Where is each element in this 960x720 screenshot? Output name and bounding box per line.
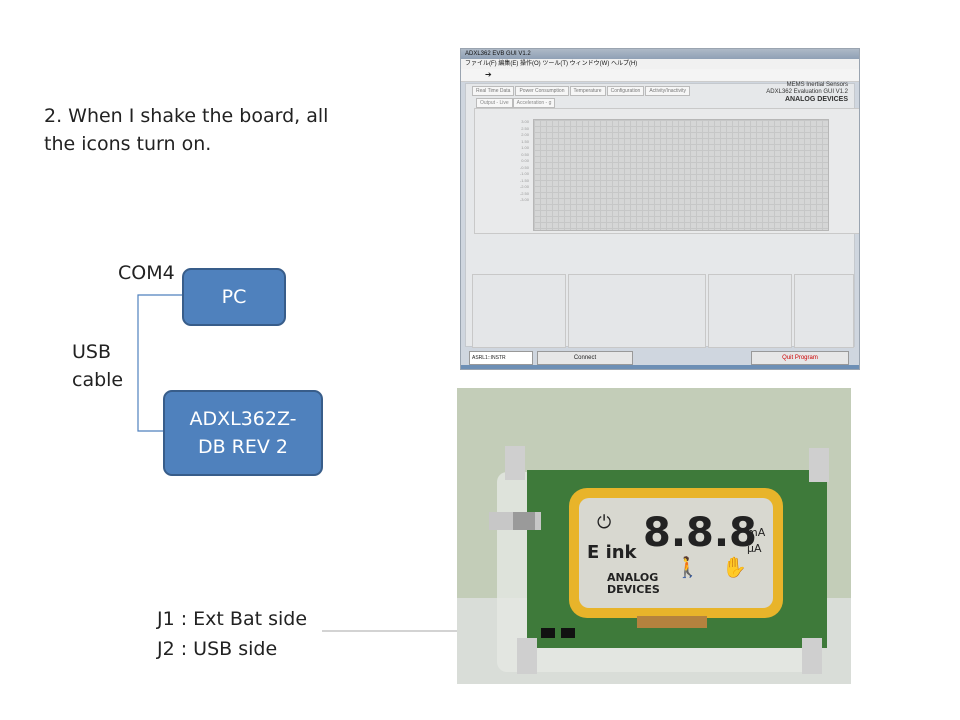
connect-button: Connect — [537, 351, 633, 365]
adxl-box-line1: ADXL362Z- — [189, 408, 297, 430]
taskbar — [461, 365, 859, 369]
gui-plot-area — [533, 119, 829, 231]
lcd-logo-2: DEVICES — [607, 583, 660, 596]
gui-screenshot: ADXL362 EVB GUI V1.2 ファイル(F) 編集(E) 操作(O)… — [460, 48, 860, 370]
y-axis-value: 2.50 — [521, 125, 529, 131]
y-axis-value: -1.00 — [519, 171, 529, 176]
gui-tab: Real Time Data — [472, 86, 515, 96]
lcd-eink: E ink — [587, 542, 638, 563]
gui-tab: Power Consumption — [515, 86, 569, 96]
usb-label-line1: USB — [72, 341, 112, 363]
adxl-box-line2: DB REV 2 — [197, 436, 289, 458]
gui-panel-peak — [472, 274, 566, 348]
y-axis-value: -1.50 — [519, 177, 529, 183]
jumper-note: J1 : Ext Bat side J2 : USB side — [157, 604, 307, 664]
standoff-top-left — [505, 446, 525, 480]
quit-button: Quit Program — [751, 351, 849, 365]
standoff-bottom-left — [517, 638, 537, 674]
lcd-screen — [579, 498, 773, 608]
gui-menubar: ファイル(F) 編集(E) 操作(O) ツール(T) ウィンドウ(W) ヘルプ(… — [461, 59, 859, 69]
gui-subtab: Acceleration - g — [512, 98, 556, 108]
hand-icon: ✋ — [722, 555, 747, 579]
y-axis-value: 1.00 — [521, 145, 529, 150]
y-axis-value: 0.50 — [521, 151, 529, 157]
com-port-label: COM4 — [118, 262, 175, 284]
lcd-logo-1: ANALOG — [607, 571, 658, 584]
y-axis-value: 3.00 — [521, 119, 529, 124]
brand-line1: MEMS Inertial Sensors — [786, 82, 848, 88]
y-axis-value: -0.50 — [519, 164, 529, 170]
usb-label-line2: cable — [72, 369, 124, 391]
usb-connector-line — [137, 294, 182, 432]
y-axis-value: 0.00 — [521, 158, 529, 163]
pc-box: PC — [182, 268, 286, 326]
gui-panel-output — [708, 274, 792, 348]
jumper-note-line1: J1 : Ext Bat side — [157, 608, 308, 630]
gui-statusbar: ASRL1::INSTR Connect Quit Program — [465, 349, 855, 367]
jumper-j1 — [541, 628, 555, 638]
usb-connector — [513, 512, 535, 530]
power-icon: ⏻ — [597, 512, 611, 533]
y-axis-value: 1.50 — [521, 138, 529, 144]
lcd-digits: 8.8.8 — [643, 510, 757, 556]
pc-box-label: PC — [221, 286, 247, 308]
adxl-board-box: ADXL362Z- DB REV 2 — [163, 390, 323, 476]
gui-panel-settings — [568, 274, 706, 348]
usb-cable-label: USB cable — [72, 338, 123, 394]
walk-icon: 🚶 — [675, 555, 700, 579]
standoff-bottom-right — [802, 638, 822, 674]
brand-logo: ANALOG DEVICES — [784, 96, 848, 103]
y-axis-value: -2.00 — [519, 184, 529, 189]
y-axis-value: 2.00 — [521, 132, 529, 137]
gui-body: MEMS Inertial Sensors ADXL362 Evaluation… — [465, 82, 859, 348]
gui-titlebar: ADXL362 EVB GUI V1.2 — [461, 49, 859, 59]
gui-tab: Temperature — [569, 86, 606, 96]
lcd-ma: mA — [747, 526, 766, 539]
gui-panel-operating — [794, 274, 854, 348]
board-illustration: ⏻ 8.8.8 mA μA E ink ANALOG DEVICES 🚶 ✋ — [457, 388, 851, 684]
gui-subtab: Output - Live — [476, 98, 513, 108]
gui-tab: Configuration — [606, 86, 645, 96]
heading-text: 2. When I shake the board, all the icons… — [44, 105, 329, 155]
y-axis-value: -2.50 — [519, 190, 529, 196]
port-select: ASRL1::INSTR — [469, 351, 533, 365]
y-axis-value: -3.00 — [519, 197, 529, 202]
brand-line2: ADXL362 Evaluation GUI V1.2 — [766, 89, 848, 95]
board-photo: ⏻ 8.8.8 mA μA E ink ANALOG DEVICES 🚶 ✋ — [457, 388, 851, 684]
jumper-j2 — [561, 628, 575, 638]
standoff-top-right — [809, 448, 829, 482]
run-arrow-icon: ➔ — [485, 70, 492, 79]
flex-cable — [637, 616, 707, 628]
gui-tab: Activity/Inactivity — [645, 86, 691, 96]
gui-toolbar: ➔ — [461, 69, 859, 82]
gui-brand: MEMS Inertial Sensors ADXL362 Evaluation… — [766, 82, 848, 104]
jumper-note-line2: J2 : USB side — [157, 638, 278, 660]
lcd-ua: μA — [747, 542, 762, 555]
